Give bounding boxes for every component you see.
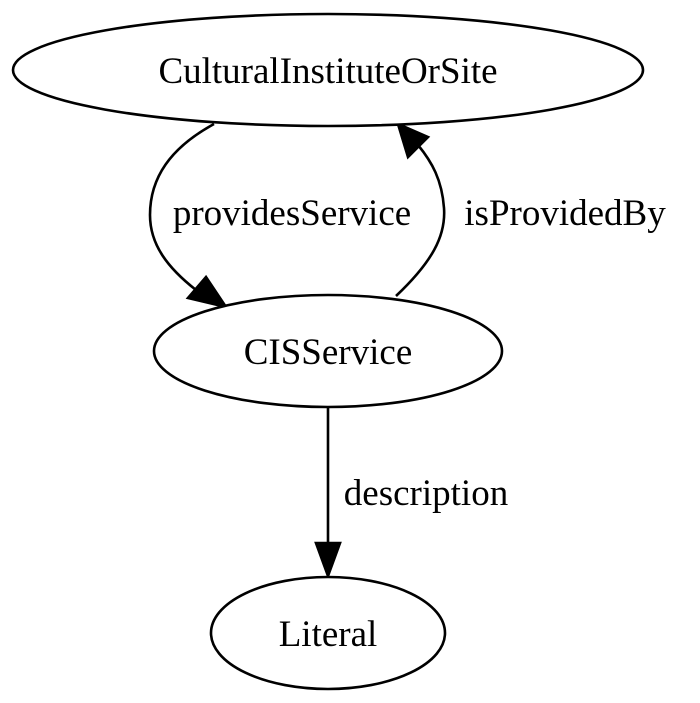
node-cultural-institute-or-site: CulturalInstituteOrSite (11, 12, 645, 128)
node-cultural-institute-or-site-label: CulturalInstituteOrSite (158, 51, 497, 92)
edge-is-provided-by-line (395, 144, 446, 297)
node-cis-service-ellipse (152, 293, 504, 409)
edge-provides-service: providesService (148, 122, 411, 310)
node-cis-service-label: CISService (244, 332, 413, 373)
node-literal: Literal (209, 575, 447, 691)
node-cis-service: CISService (152, 293, 504, 409)
edge-provides-service-arrowhead (185, 274, 229, 310)
node-literal-ellipse (209, 575, 447, 691)
edge-description-label: description (344, 473, 508, 514)
node-cultural-institute-or-site-ellipse (11, 12, 645, 128)
edge-provides-service-line (148, 122, 215, 292)
edge-description: description (314, 407, 508, 580)
edge-is-provided-by: isProvidedBy (395, 121, 666, 297)
edge-is-provided-by-arrowhead (395, 121, 431, 160)
node-literal-label: Literal (279, 614, 378, 655)
edge-is-provided-by-label: isProvidedBy (464, 193, 666, 234)
edge-provides-service-label: providesService (173, 193, 411, 234)
edge-description-arrowhead (314, 541, 342, 580)
